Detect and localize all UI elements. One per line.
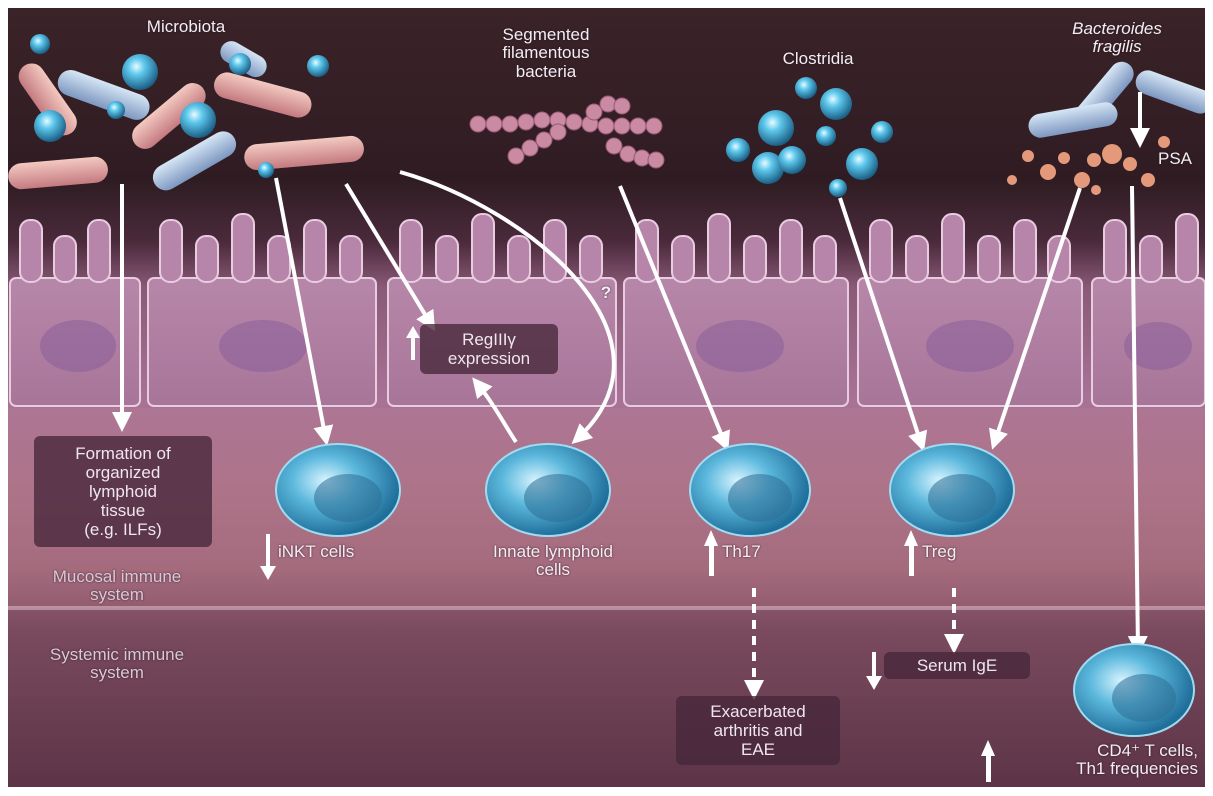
regiii-label-line: RegIIIγ	[424, 330, 554, 349]
mucosal-label-line: system	[22, 586, 212, 604]
systemic-layer-label: Systemic immune system	[22, 646, 212, 683]
ilc-label: Innate lymphoid cells	[468, 543, 638, 580]
cd4-label: CD4⁺ T cells, Th1 frequencies	[998, 742, 1198, 779]
serum-ige-box: Serum IgE	[884, 652, 1030, 679]
lymphoid-line: Formation of	[38, 444, 208, 463]
cd4-label-line: CD4⁺ T cells,	[998, 742, 1198, 760]
immune-cell-icon	[486, 444, 610, 536]
microvilli	[20, 214, 1198, 282]
mucosal-layer-label: Mucosal immune system	[22, 568, 212, 605]
lymphoid-line: tissue	[38, 501, 208, 520]
regiii-expression-box: RegIIIγ expression	[420, 324, 558, 374]
sfb-label-line: bacteria	[476, 63, 616, 81]
psa-particle-icon	[1007, 136, 1170, 195]
bacteroides-label-line: Bacteroides	[1032, 20, 1202, 38]
immune-cell-icon	[690, 444, 810, 536]
treg-label: Treg	[922, 543, 1002, 561]
question-mark: ?	[594, 284, 618, 302]
arthritis-line: EAE	[680, 740, 836, 759]
immune-cell-icon	[276, 444, 400, 536]
lymphoid-tissue-box: Formation of organized lymphoid tissue (…	[34, 436, 212, 547]
clostridia-label: Clostridia	[748, 50, 888, 68]
sfb-label: Segmented filamentous bacteria	[476, 26, 616, 81]
microbiota-label: Microbiota	[106, 18, 266, 36]
cd4-up-arrow	[981, 740, 995, 782]
ilc-label-line: cells	[468, 561, 638, 579]
bacteroides-rod-icon	[1027, 57, 1205, 140]
lymphoid-line: organized	[38, 463, 208, 482]
bacteroides-label: Bacteroides fragilis	[1032, 20, 1202, 57]
arthritis-line: arthritis and	[680, 721, 836, 740]
lymphoid-line: lymphoid	[38, 482, 208, 501]
sfb-label-line: filamentous	[476, 44, 616, 62]
immune-cell-icon	[890, 444, 1014, 536]
immune-cell-icon	[1074, 644, 1194, 736]
layer-divider	[8, 606, 1205, 610]
cd4-label-line: Th1 frequencies	[998, 760, 1198, 778]
ige-down-arrow	[866, 652, 882, 690]
sfb-chain-icon	[470, 96, 664, 168]
clostridia-cluster-icon	[726, 77, 893, 197]
mucosal-label-line: Mucosal immune	[22, 568, 212, 586]
ilc-label-line: Innate lymphoid	[468, 543, 638, 561]
lymphoid-line: (e.g. ILFs)	[38, 520, 208, 539]
sfb-label-line: Segmented	[476, 26, 616, 44]
arthritis-box: Exacerbated arthritis and EAE	[676, 696, 840, 765]
th17-label: Th17	[722, 543, 802, 561]
regiii-label-line: expression	[424, 349, 554, 368]
bacteroides-label-line: fragilis	[1032, 38, 1202, 56]
systemic-label-line: Systemic immune	[22, 646, 212, 664]
psa-label: PSA	[1158, 150, 1205, 168]
inkt-label: iNKT cells	[278, 543, 408, 561]
arthritis-line: Exacerbated	[680, 702, 836, 721]
systemic-label-line: system	[22, 664, 212, 682]
microbiota-immune-diagram: Microbiota Segmented filamentous bacteri…	[8, 8, 1205, 787]
